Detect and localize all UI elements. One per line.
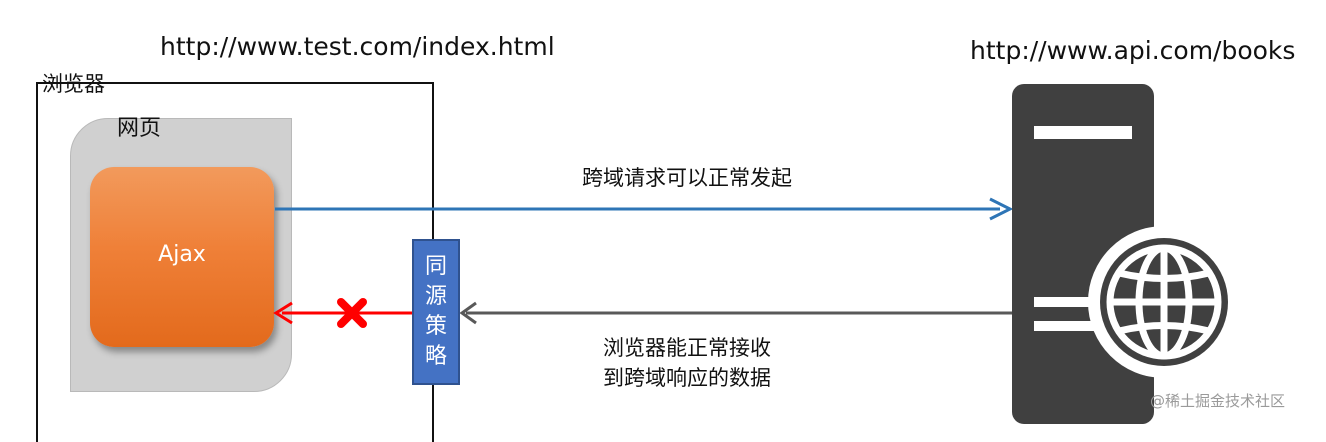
webpage-label: 网页 — [117, 116, 162, 141]
ajax-box: Ajax — [90, 167, 274, 347]
client-url: http://www.test.com/index.html — [160, 32, 555, 61]
watermark: @稀土掘金技术社区 — [1150, 392, 1286, 410]
response-label-line1: 浏览器能正常接收 — [603, 336, 771, 360]
response-label-line2: 到跨域响应的数据 — [603, 366, 771, 390]
globe-icon — [1088, 226, 1240, 378]
browser-label: 浏览器 — [42, 72, 105, 96]
diagram-graphics — [273, 84, 1240, 424]
request-label: 跨域请求可以正常发起 — [582, 166, 792, 190]
same-origin-policy-box: 同源策略 — [412, 239, 460, 385]
response-arrowhead — [459, 301, 477, 325]
request-arrowhead — [989, 197, 1014, 221]
blocked-x-icon — [337, 298, 367, 328]
ajax-label: Ajax — [158, 241, 206, 267]
blocked-arrowhead — [273, 301, 293, 325]
same-origin-policy-label: 同源策略 — [424, 254, 447, 369]
server-url: http://www.api.com/books — [970, 36, 1296, 65]
